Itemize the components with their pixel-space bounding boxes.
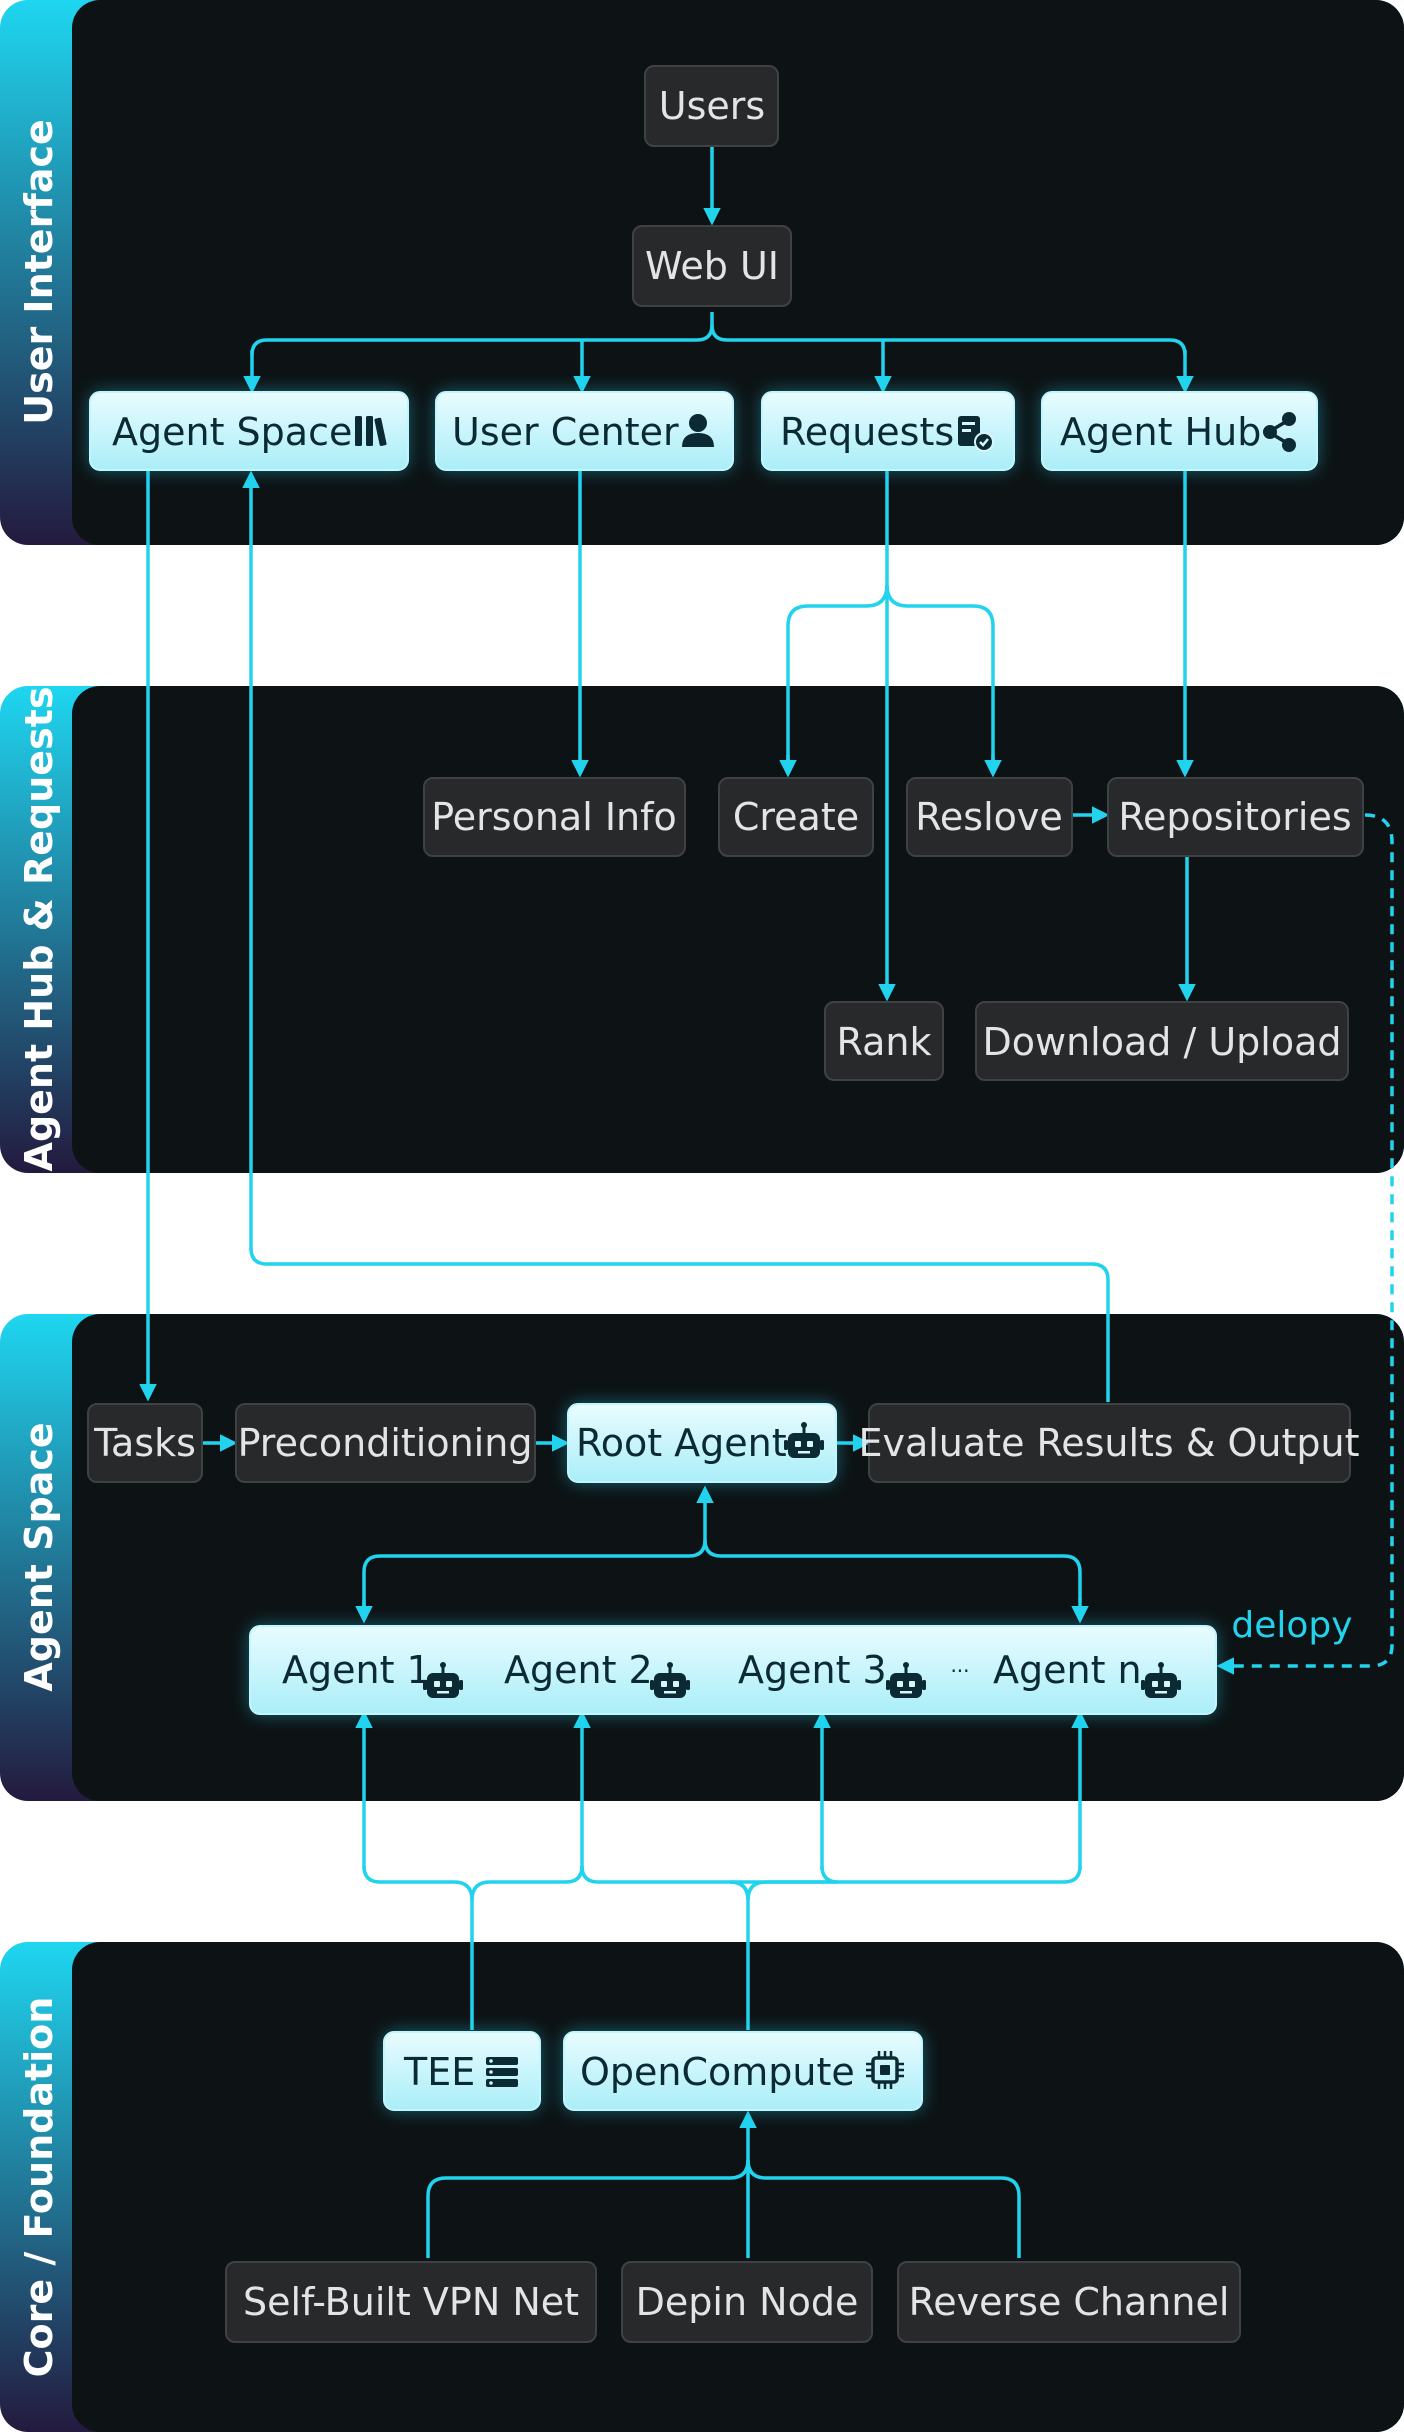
robot-icon — [886, 1662, 926, 1698]
section-core-foundation: Core / Foundation — [0, 1942, 1404, 2432]
node-user-center: User Center — [435, 391, 734, 471]
node-rank: Rank — [824, 1001, 944, 1081]
node-create: Create — [718, 777, 874, 857]
share-icon — [1263, 412, 1296, 452]
svg-text:Rank: Rank — [837, 1020, 932, 1064]
section-agent-hub-requests: Agent Hub & Requests — [0, 686, 1404, 1173]
svg-text:Requests: Requests — [780, 410, 954, 454]
svg-text:Depin Node: Depin Node — [636, 2280, 859, 2324]
node-opencompute: OpenCompute — [563, 2031, 923, 2111]
svg-text:Evaluate Results & Output: Evaluate Results & Output — [858, 1421, 1359, 1465]
svg-text:Reslove: Reslove — [915, 795, 1063, 839]
robot-icon — [423, 1662, 463, 1698]
svg-text:Download / Upload: Download / Upload — [983, 1020, 1342, 1064]
node-tee: TEE — [383, 2031, 541, 2111]
node-tasks: Tasks — [87, 1403, 203, 1483]
connectors: delopy — [139, 146, 1394, 2258]
node-depin-node: Depin Node — [621, 2261, 873, 2343]
deploy-label: delopy — [1231, 1605, 1352, 1646]
robot-icon — [650, 1662, 690, 1698]
svg-text:Reverse Channel: Reverse Channel — [909, 2280, 1230, 2324]
node-reverse-channel: Reverse Channel — [897, 2261, 1241, 2343]
agent-1-label: Agent 1 — [282, 1648, 431, 1692]
agent-2-label: Agent 2 — [504, 1648, 653, 1692]
svg-text:Preconditioning: Preconditioning — [238, 1421, 533, 1465]
user-icon — [682, 414, 714, 447]
svg-text:Agent Hub: Agent Hub — [1060, 410, 1261, 454]
svg-text:OpenCompute: OpenCompute — [580, 2050, 855, 2094]
robot-icon — [784, 1422, 824, 1458]
section-label-agent-space: Agent Space — [17, 1422, 61, 1691]
svg-text:Create: Create — [733, 795, 859, 839]
agent-3-label: Agent 3 — [738, 1648, 887, 1692]
server-icon — [486, 2057, 518, 2087]
node-reslove: Reslove — [906, 777, 1073, 857]
svg-text:Agent Space: Agent Space — [112, 410, 352, 454]
svg-text:Root Agent: Root Agent — [576, 1421, 787, 1465]
node-self-built-vpn-net: Self-Built VPN Net — [225, 2261, 597, 2343]
node-evaluate-results-output: Evaluate Results & Output — [858, 1403, 1360, 1483]
books-icon — [355, 416, 387, 447]
node-users: Users — [644, 65, 779, 147]
section-label-core-foundation: Core / Foundation — [17, 1997, 61, 2378]
document-check-icon — [958, 416, 994, 452]
section-agent-space: Agent Space — [0, 1314, 1404, 1801]
node-download-upload: Download / Upload — [975, 1001, 1349, 1081]
node-agent-pool: Agent 1 Agent 2 Agent 3 — [249, 1625, 1217, 1715]
robot-icon — [1141, 1662, 1181, 1698]
node-agent-hub: Agent Hub — [1041, 391, 1318, 471]
node-root-agent: Root Agent — [567, 1403, 837, 1483]
node-repositories: Repositories — [1107, 777, 1364, 857]
section-label-agent-hub-requests: Agent Hub & Requests — [17, 687, 61, 1172]
svg-text:Users: Users — [659, 84, 765, 128]
cpu-chip-icon — [866, 2051, 904, 2089]
svg-text:Tasks: Tasks — [93, 1421, 196, 1465]
node-agent-space: Agent Space — [89, 391, 409, 471]
node-requests: Requests — [761, 391, 1015, 471]
node-web-ui: Web UI — [632, 225, 792, 307]
svg-text:TEE: TEE — [403, 2050, 475, 2094]
node-preconditioning: Preconditioning — [235, 1403, 536, 1483]
svg-text:Web UI: Web UI — [645, 244, 779, 288]
svg-text:User Center: User Center — [452, 410, 679, 454]
svg-text:Self-Built VPN Net: Self-Built VPN Net — [243, 2280, 579, 2324]
section-label-user-interface: User Interface — [17, 119, 61, 425]
agent-ellipsis: ··· — [950, 1659, 969, 1683]
node-personal-info: Personal Info — [423, 777, 686, 857]
svg-text:Repositories: Repositories — [1118, 795, 1351, 839]
agent-n-label: Agent n — [993, 1648, 1142, 1692]
svg-text:Personal Info: Personal Info — [431, 795, 677, 839]
